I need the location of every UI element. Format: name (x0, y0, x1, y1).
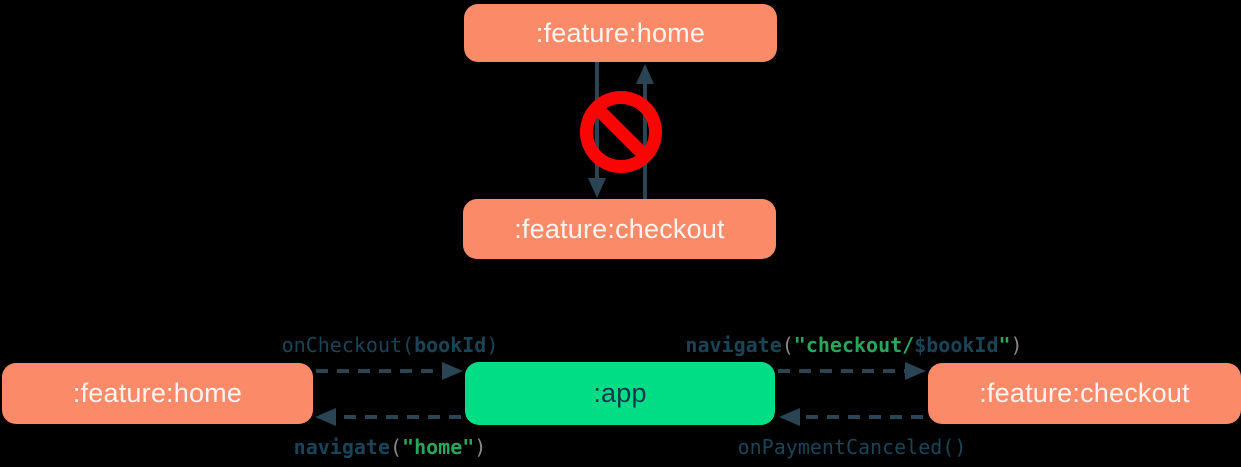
code-token: navigate (293, 435, 390, 459)
code-token: "home" (402, 435, 475, 459)
arrow-onpaymentcanceled (779, 408, 923, 426)
node-label: :feature:home (535, 17, 706, 48)
code-token: "checkout/ (793, 333, 915, 357)
code-token: bookId (414, 333, 487, 357)
node-app: :app (465, 362, 775, 425)
node-feature-checkout-top: :feature:checkout (463, 199, 776, 259)
edge-label-navigate-home: navigate("home") (294, 435, 487, 459)
code-token: $bookId (914, 333, 999, 357)
edge-label-oncheckout: onCheckout(bookId) (282, 333, 499, 357)
node-label: :feature:checkout (979, 378, 1190, 408)
arrow-navigate-checkout (778, 362, 926, 380)
edge-label-onpaymentcanceled: onPaymentCanceled() (738, 435, 967, 459)
code-token: ( (389, 435, 403, 459)
code-token: onCheckout( (281, 333, 415, 357)
code-token: ) (474, 435, 487, 459)
node-label: :app (593, 378, 647, 408)
arrow-oncheckout (316, 362, 463, 380)
node-feature-checkout: :feature:checkout (928, 363, 1241, 424)
code-token: onPaymentCanceled() (737, 435, 967, 459)
code-token: " (998, 333, 1011, 357)
node-feature-home: :feature:home (2, 363, 313, 424)
node-feature-home-top: :feature:home (464, 4, 777, 62)
node-label: :feature:checkout (514, 213, 725, 244)
no-entry-icon (580, 91, 662, 173)
node-label: :feature:home (72, 378, 243, 408)
code-token: ) (486, 333, 499, 357)
edge-label-navigate-checkout: navigate("checkout/$bookId") (685, 333, 1022, 357)
code-token: ) (1010, 333, 1023, 357)
code-token: ( (781, 333, 794, 357)
code-token: navigate (685, 333, 782, 357)
arrow-navigate-home (315, 408, 461, 426)
